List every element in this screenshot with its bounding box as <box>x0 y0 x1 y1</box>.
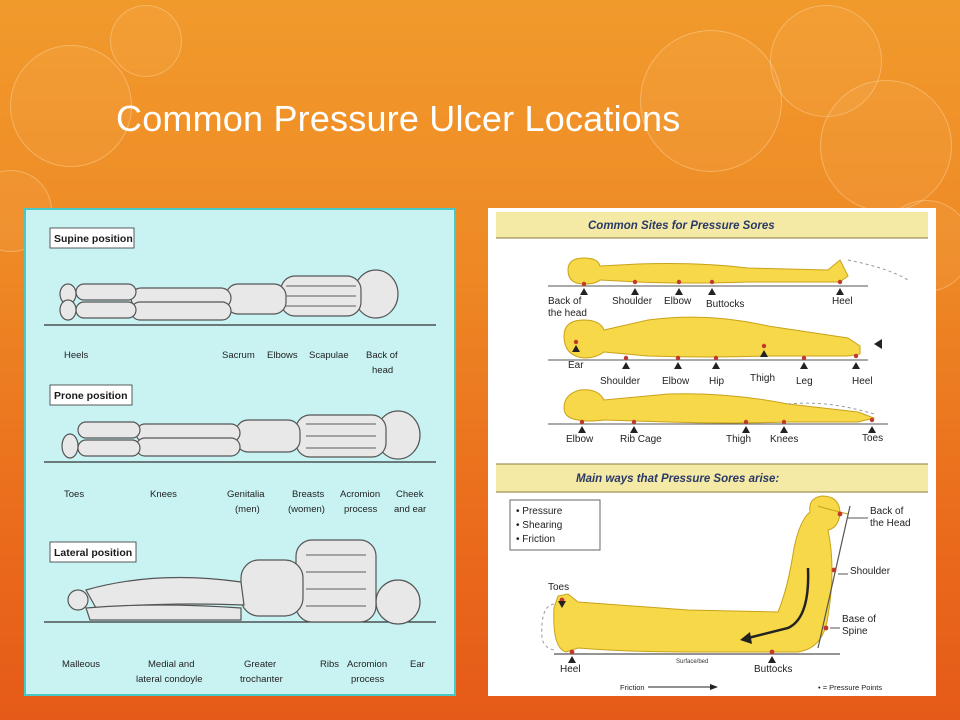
supine-figure <box>59 269 399 321</box>
bottom-label-heel: Heel <box>560 664 581 675</box>
prone-label-men: (men) <box>235 504 260 515</box>
lateral-label-acromion: Acromion <box>347 659 387 670</box>
prone-label-process: process <box>344 504 378 515</box>
lateral-label-ribs: Ribs <box>320 659 339 670</box>
row2-label-heel: Heel <box>852 376 873 387</box>
prone-label-genitalia: Genitalia <box>227 489 265 500</box>
prone-label-breasts: Breasts <box>292 489 324 500</box>
back-support <box>817 505 851 649</box>
supine-label-scapulae: Scapulae <box>309 350 349 361</box>
row1-points <box>581 279 843 287</box>
row3-label-thigh: Thigh <box>726 434 751 445</box>
row3-points <box>579 417 875 425</box>
prone-header: Prone position <box>54 390 128 402</box>
lateral-header-box <box>49 541 137 563</box>
bottom-label-spine: Spine <box>842 626 868 637</box>
row2-body <box>563 316 861 359</box>
pressure-sores-svg: Common Sites for Pressure Sores Back of … <box>496 212 928 692</box>
bottom-label-shoulder: Shoulder <box>850 566 891 577</box>
row1-label-the-head: the head <box>548 308 587 319</box>
prone-label-toes: Toes <box>64 489 84 500</box>
top-title: Common Sites for Pressure Sores <box>588 220 775 232</box>
row2-label-shoulder: Shoulder <box>600 376 641 387</box>
row2-label-leg: Leg <box>796 376 813 387</box>
row1-label-buttocks: Buttocks <box>706 299 744 310</box>
pressure-points-legend: • = Pressure Points <box>818 683 882 692</box>
lateral-label-process: process <box>351 674 385 685</box>
slide-title: Common Pressure Ulcer Locations <box>116 98 681 139</box>
bottom-label-back-of: Back of <box>870 506 904 517</box>
lateral-label-greater: Greater <box>244 659 276 670</box>
prone-label-cheek: Cheek <box>396 489 424 500</box>
top-header-band <box>496 212 928 238</box>
prone-label-knees: Knees <box>150 489 177 500</box>
bottom-header-band <box>496 464 928 492</box>
row2-label-ear: Ear <box>568 360 584 371</box>
supine-header: Supine position <box>54 233 133 245</box>
supine-label-sacrum: Sacrum <box>222 350 255 361</box>
legend-box <box>509 499 601 551</box>
row3-label-elbow: Elbow <box>566 434 594 445</box>
bottom-label-the-head: the Head <box>870 518 911 529</box>
lateral-label-trochanter: trochanter <box>240 674 283 685</box>
prone-label-acromion: Acromion <box>340 489 380 500</box>
row1-label-back-of: Back of <box>548 296 582 307</box>
friction-label: Friction <box>620 683 645 692</box>
prone-figure <box>61 410 421 460</box>
row2-label-thigh: Thigh <box>750 373 775 384</box>
pressure-sores-diagram: Common Sites for Pressure Sores Back of … <box>488 208 936 696</box>
supine-header-box <box>49 227 135 249</box>
row2-markers <box>572 345 860 369</box>
lateral-label-medial-and: Medial and <box>148 659 194 670</box>
lateral-figure <box>67 539 421 625</box>
supine-label-elbows: Elbows <box>267 350 298 361</box>
legend-shearing: • Shearing <box>516 520 562 531</box>
shear-arrow <box>747 567 810 640</box>
bottom-label-base-of: Base of <box>842 614 876 625</box>
positions-diagram: Supine position Heels Sacrum Elbows Scap… <box>24 208 456 696</box>
row3-markers <box>578 426 876 433</box>
row3-label-knees: Knees <box>770 434 798 445</box>
surface-label: Surface/bed <box>676 659 708 665</box>
row2-label-elbow: Elbow <box>662 376 690 387</box>
lateral-label-ear: Ear <box>410 659 425 670</box>
bottom-label-toes: Toes <box>548 582 569 593</box>
lateral-header: Lateral position <box>54 547 132 559</box>
lateral-label-lateral-condoyle: lateral condoyle <box>136 674 203 685</box>
supine-label-back-of: Back of <box>366 350 398 361</box>
row1-label-heel: Heel <box>832 296 853 307</box>
supine-label-heels: Heels <box>64 350 89 361</box>
row1-label-elbow: Elbow <box>664 296 692 307</box>
positions-diagram-svg: Supine position Heels Sacrum Elbows Scap… <box>44 227 436 685</box>
row1-markers <box>580 288 844 295</box>
prone-header-box <box>49 384 133 406</box>
row1-body <box>567 257 849 285</box>
row2-label-hip: Hip <box>709 376 724 387</box>
row3-label-toes: Toes <box>862 433 883 444</box>
row1-label-shoulder: Shoulder <box>612 296 653 307</box>
prone-label-and-ear: and ear <box>394 504 426 515</box>
prone-label-women: (women) <box>288 504 325 515</box>
bottom-title: Main ways that Pressure Sores arise: <box>576 473 779 485</box>
bottom-label-buttocks: Buttocks <box>754 664 792 675</box>
legend-pressure: • Pressure <box>516 506 563 517</box>
reclining-body <box>553 495 841 653</box>
legend-friction: • Friction <box>516 534 555 545</box>
lateral-label-malleous: Malleous <box>62 659 100 670</box>
row3-body <box>563 389 876 424</box>
row3-label-rib-cage: Rib Cage <box>620 434 662 445</box>
row2-points <box>573 339 859 361</box>
supine-label-head: head <box>372 365 393 376</box>
